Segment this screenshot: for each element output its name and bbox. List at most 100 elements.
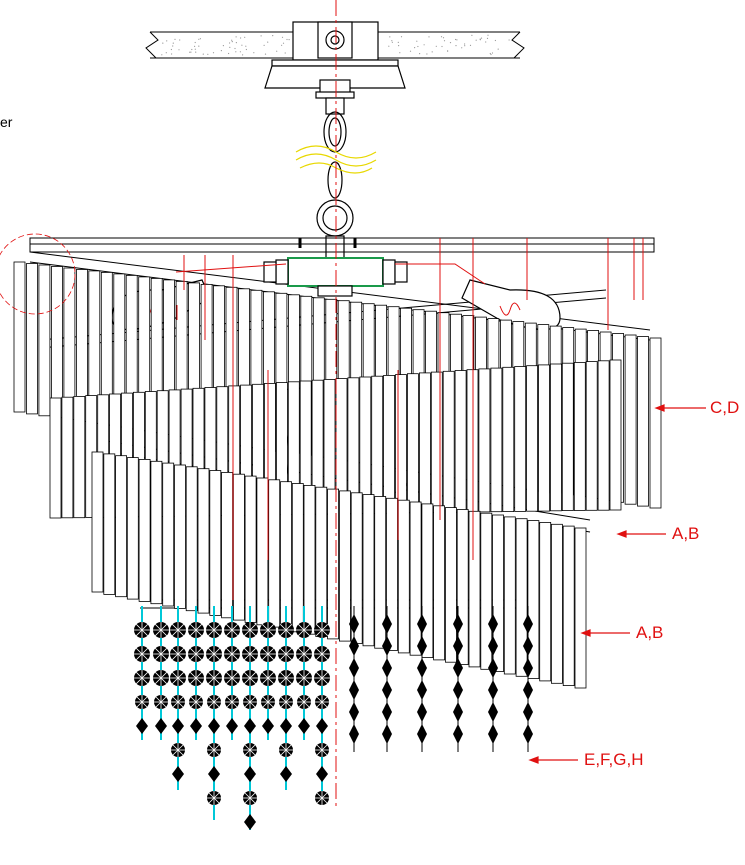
- glass-panel: [14, 262, 25, 412]
- crystal-bead: [207, 695, 221, 709]
- crystal-bead: [171, 695, 185, 709]
- crystal-drop: [382, 724, 392, 744]
- glass-panel: [504, 517, 515, 674]
- crystal-bead: [154, 695, 168, 709]
- glass-panel: [434, 506, 445, 660]
- glass-panel: [574, 362, 585, 510]
- glass-panel: [269, 480, 280, 627]
- glass-panel: [598, 361, 609, 510]
- crystal-drop: [280, 766, 292, 782]
- glass-panel: [62, 397, 73, 518]
- crystal-drop: [417, 724, 427, 744]
- crystal-bead: [170, 646, 186, 662]
- hanger-chain: [316, 80, 354, 260]
- crystal-bead: [188, 622, 204, 638]
- crystal-bead: [243, 695, 257, 709]
- crystal-drop: [453, 702, 463, 722]
- crystal-bead: [134, 622, 150, 638]
- glass-panel: [27, 264, 38, 414]
- crystal-drop: [488, 680, 498, 700]
- crystal-bead: [153, 670, 169, 686]
- crystal-bead: [207, 743, 221, 757]
- glass-panel: [419, 373, 430, 513]
- crystal-bead: [314, 622, 330, 638]
- crystal-drop: [316, 766, 328, 782]
- crystal-drop: [190, 718, 202, 734]
- glass-panel: [292, 484, 303, 632]
- glass-panel: [198, 469, 209, 613]
- crystal-bead: [188, 646, 204, 662]
- glass-panel: [540, 522, 551, 681]
- crystal-drop: [349, 702, 359, 722]
- crystal-bead: [242, 622, 258, 638]
- glass-panel: [407, 374, 418, 513]
- crystal-bead: [153, 646, 169, 662]
- crystal-bead: [260, 670, 276, 686]
- glass-panel: [455, 371, 466, 513]
- glass-panel: [210, 471, 221, 616]
- crystal-bead: [315, 695, 329, 709]
- glass-panel: [74, 396, 85, 517]
- glass-panel: [562, 363, 573, 510]
- glass-panel: [431, 372, 442, 512]
- glass-panel: [396, 375, 407, 513]
- crystal-drop: [244, 814, 256, 830]
- crystal-bead: [314, 646, 330, 662]
- glass-panel: [550, 364, 561, 511]
- glass-panel: [410, 502, 421, 655]
- crystal-drop: [523, 702, 533, 722]
- crystal-drop: [172, 718, 184, 734]
- glass-panel: [650, 338, 661, 508]
- crystal-drop: [349, 658, 359, 678]
- glass-panel: [443, 371, 454, 512]
- crystal-drop: [244, 766, 256, 782]
- crystal-drop: [136, 718, 148, 734]
- crystal-bead: [134, 646, 150, 662]
- crystal-drop: [417, 658, 427, 678]
- crystal-bead: [260, 646, 276, 662]
- crystal-drop: [208, 718, 220, 734]
- crystal-drop: [382, 680, 392, 700]
- glass-panel: [563, 526, 574, 686]
- crystal-bead: [296, 646, 312, 662]
- crystal-bead: [224, 622, 240, 638]
- glass-panel: [527, 366, 538, 512]
- crystal-drop: [488, 724, 498, 744]
- glass-panel: [539, 365, 550, 511]
- crystal-drop: [262, 718, 274, 734]
- glass-panel: [104, 454, 115, 595]
- crystal-bead: [243, 743, 257, 757]
- glass-panel: [610, 360, 621, 510]
- crystal-bead: [153, 622, 169, 638]
- crystal-bead: [135, 695, 149, 709]
- glass-prism-panels: [14, 262, 661, 688]
- glass-panel: [479, 369, 490, 512]
- crystal-bead: [134, 670, 150, 686]
- crystal-drop: [523, 724, 533, 744]
- crystal-drop: [382, 702, 392, 722]
- crystal-bead: [261, 695, 275, 709]
- glass-panel: [222, 472, 233, 617]
- crystal-bead: [188, 670, 204, 686]
- glass-panel: [398, 500, 409, 653]
- glass-panel: [151, 461, 162, 603]
- crystal-bead: [278, 646, 294, 662]
- glass-panel: [372, 376, 383, 513]
- crystal-drop: [453, 680, 463, 700]
- crystal-drop: [298, 718, 310, 734]
- crystal-bead: [314, 670, 330, 686]
- glass-panel: [575, 528, 586, 688]
- crystal-bead: [170, 622, 186, 638]
- crystal-bead: [225, 695, 239, 709]
- glass-panel: [163, 463, 174, 606]
- glass-panel: [328, 489, 339, 639]
- crystal-drop: [523, 680, 533, 700]
- glass-panel: [515, 367, 526, 512]
- crystal-bead: [315, 791, 329, 805]
- crystal-bead: [170, 670, 186, 686]
- glass-panel: [551, 524, 562, 683]
- crystal-drop: [155, 718, 167, 734]
- crystal-drop: [280, 718, 292, 734]
- glass-panel: [175, 465, 186, 608]
